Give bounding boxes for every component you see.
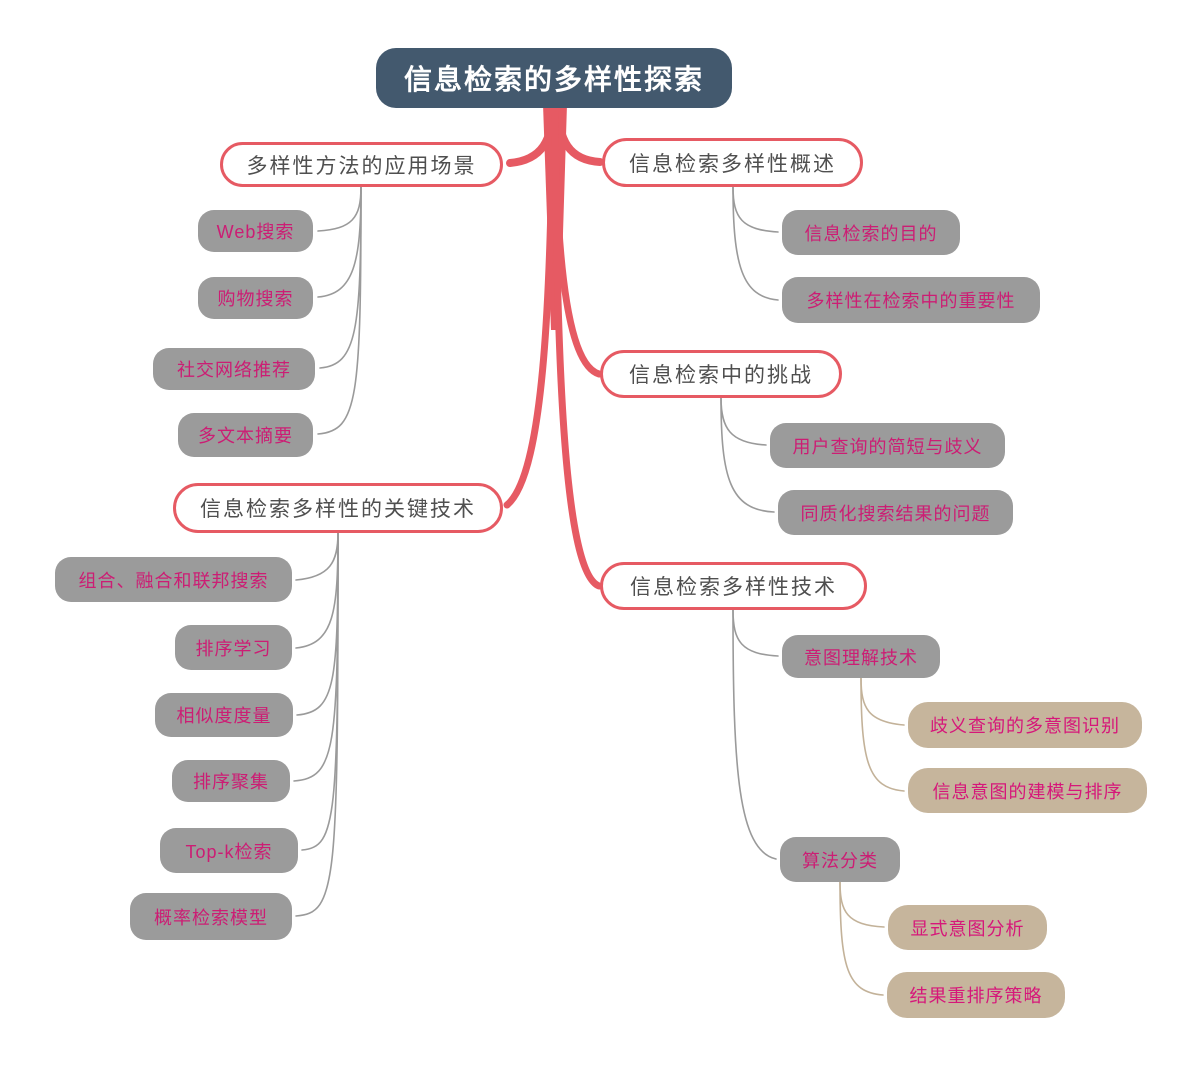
- connector-probabilistic-model: [295, 532, 339, 917]
- node-intent-modeling-ranking[interactable]: 信息意图的建模与排序: [908, 768, 1147, 813]
- topic-ir-challenges[interactable]: 信息检索中的挑战: [600, 350, 842, 398]
- connector-trunk: [543, 104, 567, 330]
- connector-social-recommendation: [319, 186, 362, 369]
- connector-result-reranking: [839, 881, 884, 996]
- node-query-ambiguity[interactable]: 用户查询的简短与歧义: [770, 423, 1005, 468]
- connector-federated-search: [295, 532, 339, 581]
- connector-multi-intent-recognition: [860, 677, 905, 726]
- node-web-search[interactable]: Web搜索: [198, 210, 313, 252]
- node-probabilistic-model[interactable]: 概率检索模型: [130, 893, 292, 940]
- connector-branch-diversity-overview: [552, 102, 604, 166]
- node-intent-understanding[interactable]: 意图理解技术: [782, 635, 940, 678]
- node-learning-to-rank[interactable]: 排序学习: [175, 625, 292, 670]
- node-multi-doc-summary[interactable]: 多文本摘要: [178, 413, 313, 457]
- connector-branch-diversity-techniques: [551, 111, 603, 590]
- topic-application-scenarios[interactable]: 多样性方法的应用场景: [220, 142, 503, 187]
- connector-query-ambiguity: [720, 397, 767, 446]
- connector-homogeneous-results: [720, 397, 775, 513]
- connector-diversity-importance: [732, 186, 779, 301]
- connector-branch-key-technologies: [503, 106, 557, 509]
- node-multi-intent-recognition[interactable]: 歧义查询的多意图识别: [908, 702, 1142, 748]
- topic-diversity-overview[interactable]: 信息检索多样性概述: [602, 138, 863, 187]
- connector-top-k-retrieval: [301, 532, 339, 851]
- topic-key-technologies[interactable]: 信息检索多样性的关键技术: [173, 483, 503, 533]
- connector-intent-understanding: [732, 609, 779, 657]
- connector-web-search: [317, 186, 362, 232]
- node-diversity-importance[interactable]: 多样性在检索中的重要性: [782, 277, 1040, 323]
- node-federated-search[interactable]: 组合、融合和联邦搜索: [55, 557, 292, 602]
- node-homogeneous-results[interactable]: 同质化搜索结果的问题: [778, 490, 1013, 535]
- connector-learning-to-rank: [295, 532, 339, 649]
- connector-multi-doc-summary: [317, 186, 362, 435]
- connector-ir-purpose: [732, 186, 779, 233]
- node-explicit-intent-analysis[interactable]: 显式意图分析: [888, 905, 1047, 950]
- node-result-reranking[interactable]: 结果重排序策略: [887, 972, 1065, 1018]
- connector-similarity-measure: [296, 532, 339, 716]
- node-rank-aggregation[interactable]: 排序聚集: [172, 760, 290, 802]
- connector-branch-application-scenarios: [506, 102, 559, 167]
- topic-diversity-techniques[interactable]: 信息检索多样性技术: [600, 562, 867, 610]
- node-ir-purpose[interactable]: 信息检索的目的: [782, 210, 960, 255]
- node-algorithm-classification[interactable]: 算法分类: [780, 837, 900, 882]
- connector-rank-aggregation: [293, 532, 339, 782]
- connector-shopping-search: [317, 186, 362, 298]
- node-social-recommendation[interactable]: 社交网络推荐: [153, 348, 315, 390]
- node-shopping-search[interactable]: 购物搜索: [198, 277, 313, 319]
- connector-intent-modeling-ranking: [860, 677, 905, 792]
- connector-branch-ir-challenges: [551, 106, 603, 378]
- root-topic[interactable]: 信息检索的多样性探索: [376, 48, 732, 108]
- node-similarity-measure[interactable]: 相似度度量: [155, 693, 293, 737]
- node-top-k-retrieval[interactable]: Top-k检索: [160, 828, 298, 873]
- connector-explicit-intent-analysis: [839, 881, 885, 928]
- connector-algorithm-classification: [732, 609, 777, 860]
